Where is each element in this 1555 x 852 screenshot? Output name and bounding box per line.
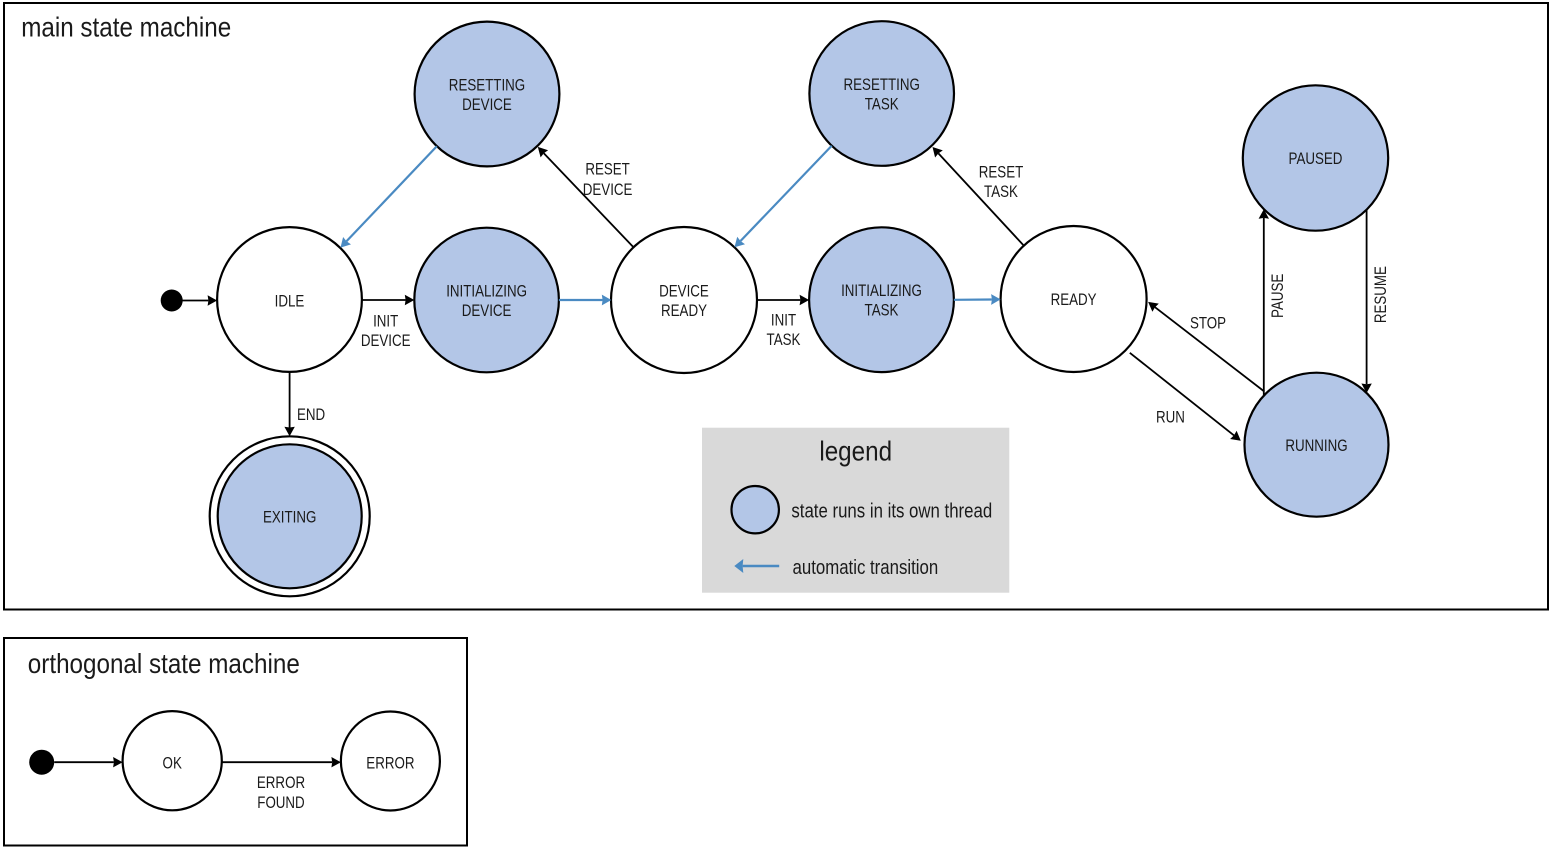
svg-text:PAUSE: PAUSE bbox=[1268, 274, 1287, 318]
svg-text:DEVICE: DEVICE bbox=[659, 282, 709, 301]
svg-text:TASK: TASK bbox=[767, 330, 801, 349]
svg-text:INITIALIZING: INITIALIZING bbox=[841, 281, 922, 300]
svg-text:INIT: INIT bbox=[771, 311, 796, 330]
svg-text:DEVICE: DEVICE bbox=[462, 95, 512, 114]
svg-text:RUNNING: RUNNING bbox=[1285, 436, 1347, 455]
svg-text:OK: OK bbox=[163, 753, 183, 772]
svg-text:PAUSED: PAUSED bbox=[1289, 149, 1343, 168]
svg-text:RUN: RUN bbox=[1156, 407, 1185, 426]
svg-text:INIT: INIT bbox=[373, 312, 398, 331]
svg-text:TASK: TASK bbox=[865, 301, 899, 320]
svg-text:automatic transition: automatic transition bbox=[793, 557, 939, 579]
svg-text:state runs in its own thread: state runs in its own thread bbox=[791, 500, 992, 522]
svg-text:IDLE: IDLE bbox=[275, 292, 305, 311]
svg-text:END: END bbox=[297, 405, 325, 424]
svg-text:FOUND: FOUND bbox=[257, 793, 304, 812]
svg-text:TASK: TASK bbox=[865, 94, 899, 113]
svg-text:DEVICE: DEVICE bbox=[361, 331, 411, 350]
svg-text:READY: READY bbox=[1051, 290, 1097, 309]
svg-text:ERROR: ERROR bbox=[257, 773, 305, 792]
svg-text:RESET: RESET bbox=[979, 162, 1024, 181]
svg-text:INITIALIZING: INITIALIZING bbox=[446, 282, 527, 301]
svg-text:ERROR: ERROR bbox=[366, 754, 414, 773]
svg-text:RESETTING: RESETTING bbox=[449, 76, 525, 95]
svg-text:RESETTING: RESETTING bbox=[844, 75, 920, 94]
svg-text:TASK: TASK bbox=[984, 182, 1018, 201]
svg-text:RESET: RESET bbox=[585, 160, 630, 179]
svg-text:STOP: STOP bbox=[1190, 314, 1226, 333]
svg-text:orthogonal state machine: orthogonal state machine bbox=[28, 648, 300, 679]
svg-text:DEVICE: DEVICE bbox=[462, 301, 512, 320]
svg-text:EXITING: EXITING bbox=[263, 508, 316, 527]
svg-text:main state machine: main state machine bbox=[21, 12, 231, 43]
svg-text:legend: legend bbox=[819, 436, 892, 467]
svg-text:RESUME: RESUME bbox=[1371, 266, 1390, 323]
svg-text:READY: READY bbox=[661, 301, 707, 320]
svg-text:DEVICE: DEVICE bbox=[583, 180, 633, 199]
